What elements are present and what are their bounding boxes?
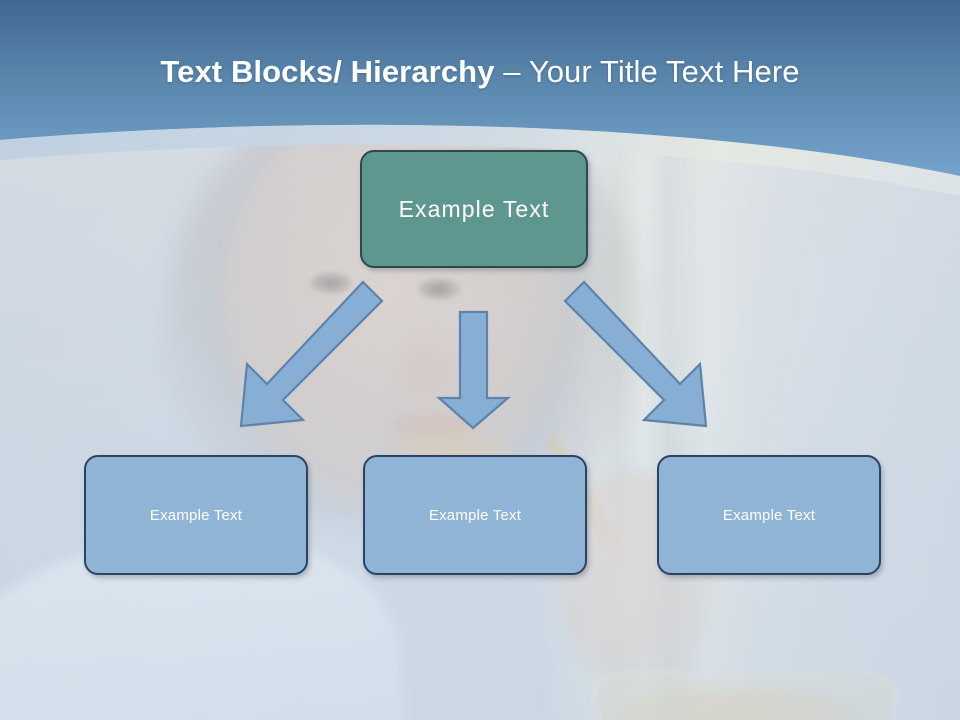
root-node[interactable]: Example Text [360,150,588,268]
leaf-node-2[interactable]: Example Text [363,455,587,575]
header-banner [0,0,960,196]
leaf-node-3[interactable]: Example Text [657,455,881,575]
slide-title-bold: Text Blocks/ Hierarchy [160,54,504,89]
leaf-node-1[interactable]: Example Text [84,455,308,575]
arrow-down-left-icon [239,280,384,428]
header-blue-shape [0,0,960,176]
arrow-down-right-icon [563,280,708,428]
slide-title: Text Blocks/ Hierarchy – Your Title Text… [0,52,960,92]
slide-title-normal: – Your Title Text Here [503,54,800,89]
arrow-down-icon [436,310,511,430]
header-highlight-band [0,124,960,196]
